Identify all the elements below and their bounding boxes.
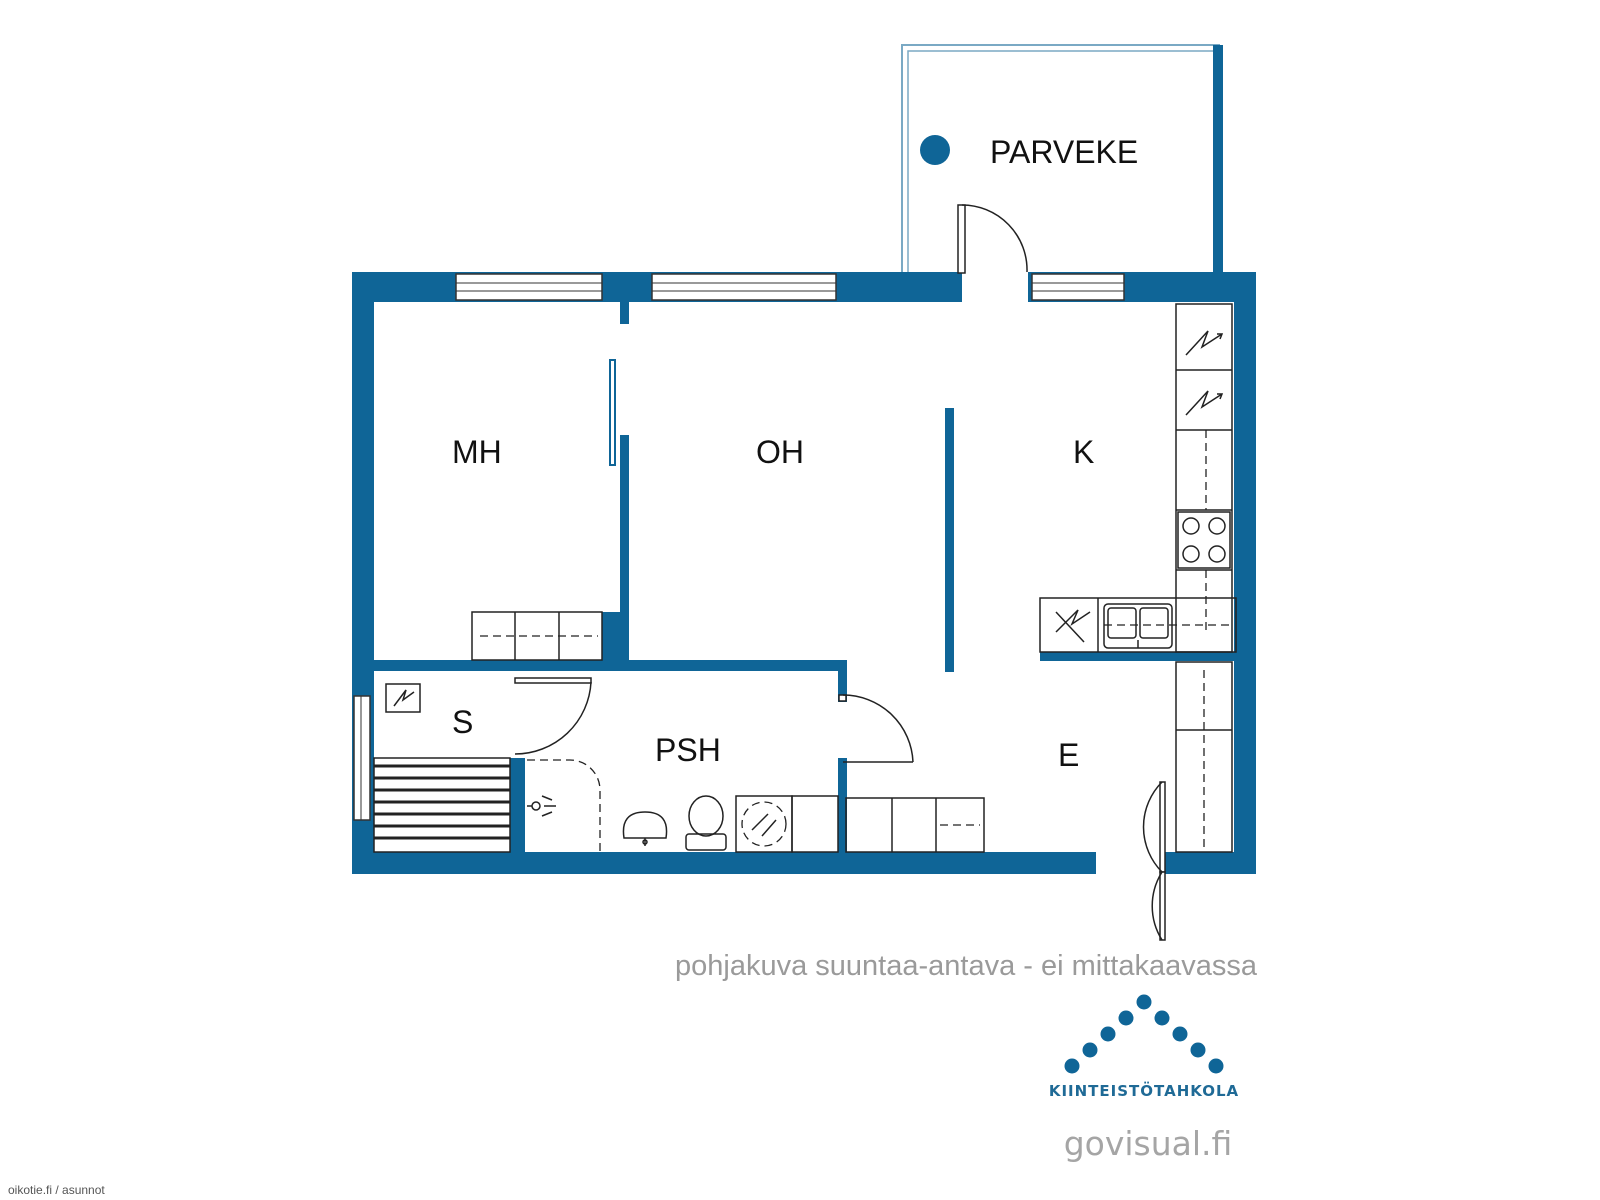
doors (514, 204, 1166, 941)
shower-icon (527, 795, 556, 817)
room-label-hall: E (1058, 737, 1079, 773)
washbasin-icon (622, 811, 668, 846)
room-label-living: OH (756, 434, 804, 470)
watermark-text: oikotie.fi / asunnot (8, 1183, 105, 1197)
windows (353, 273, 1125, 821)
hall-storage (845, 661, 1233, 853)
sauna-fixtures (373, 683, 511, 853)
sauna-bench (373, 757, 511, 853)
room-label-kitchen: K (1073, 434, 1094, 470)
bedroom-wardrobe (471, 611, 603, 661)
room-label-sauna: S (452, 704, 473, 740)
balcony (901, 44, 1223, 272)
electric-outlet-icon (1055, 609, 1091, 643)
electric-outlet-icon (385, 683, 421, 713)
kitchen-fixtures (1039, 303, 1237, 653)
bathroom-fixtures (527, 759, 839, 853)
sink-icon (1103, 603, 1173, 649)
site-url: govisual.fi (1064, 1124, 1233, 1163)
disclaimer-text: pohjakuva suuntaa-antava - ei mittakaava… (675, 950, 1258, 982)
room-label-bedroom: MH (452, 434, 502, 470)
washing-machine-icon (735, 795, 839, 853)
toilet-icon (685, 795, 727, 851)
electric-outlet-icon (1185, 390, 1224, 416)
room-label-bathroom: PSH (655, 732, 721, 768)
electric-outlet-icon (1185, 330, 1224, 356)
balcony-marker-dot (920, 135, 950, 165)
stove-icon (1177, 511, 1231, 569)
interior-walls (374, 302, 1236, 854)
brand-name: KIINTEISTÖTAHKOLA (1049, 1081, 1239, 1100)
room-label-balcony: PARVEKE (990, 134, 1138, 170)
logo-dots-icon (1064, 994, 1224, 1074)
